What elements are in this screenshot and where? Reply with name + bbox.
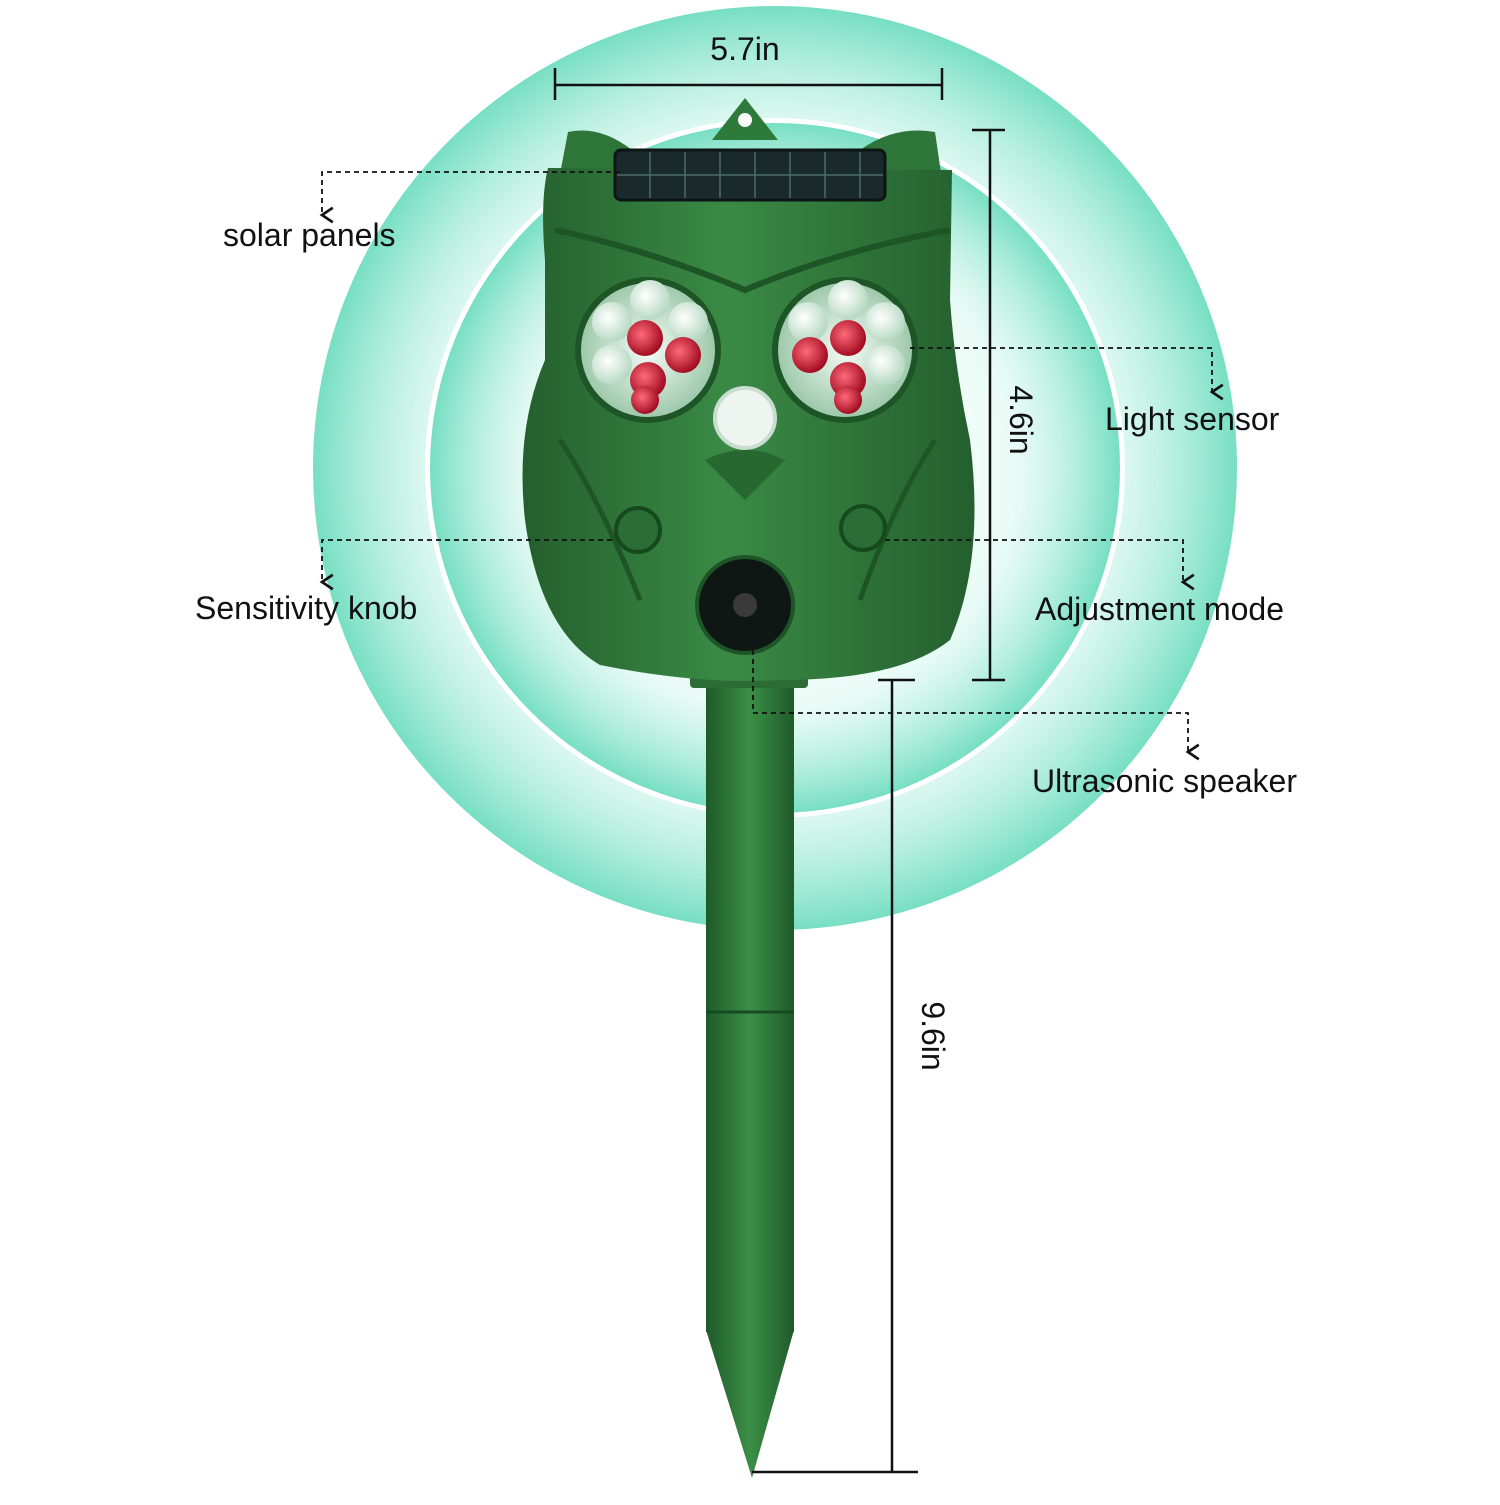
callout-leaders: [319, 171, 1224, 761]
light-sensor-leader: [910, 347, 1224, 401]
adjustment-mode-label: Adjustment mode: [1035, 591, 1284, 627]
width-dimension-label: 5.7in: [710, 31, 779, 67]
pir-motion-sensor: [713, 386, 777, 450]
solar-panels-leader: [319, 171, 620, 224]
sensitivity-knob[interactable]: [614, 506, 662, 554]
left-eye-led-cluster: [575, 277, 721, 423]
speaker-center: [733, 593, 757, 617]
width-dimension: [553, 68, 944, 100]
solar-panel-grid: [617, 152, 883, 198]
right-eye-led-cluster: [772, 277, 918, 423]
owl-repeller-body: [522, 98, 975, 681]
stake-shaft: [706, 682, 794, 1332]
solar-panels-label: solar panels: [223, 217, 396, 253]
light-sensor-label: Light sensor: [1105, 401, 1280, 437]
owl-brow: [554, 227, 951, 294]
sensitivity-knob-label: Sensitivity knob: [195, 590, 417, 626]
adjustment-mode-knob[interactable]: [839, 504, 887, 552]
ultrasonic-speaker-leader: [752, 650, 1200, 761]
ultrasonic-speaker-label: Ultrasonic speaker: [1032, 763, 1297, 799]
sensitivity-knob-leader: [319, 539, 612, 591]
adjustment-mode-leader: [885, 539, 1195, 591]
right-wing: [857, 438, 938, 601]
body-height-dimension-label: 4.6in: [1003, 385, 1039, 454]
ground-stake: [690, 668, 808, 1478]
stake-tip: [706, 1330, 794, 1478]
owl-beak: [705, 450, 785, 500]
left-wing: [557, 438, 643, 601]
mounting-hole: [738, 113, 752, 127]
body-height-dimension: [972, 128, 1005, 682]
stake-height-dimension-label: 9.6in: [915, 1001, 951, 1070]
stake-height-dimension: [752, 678, 918, 1474]
